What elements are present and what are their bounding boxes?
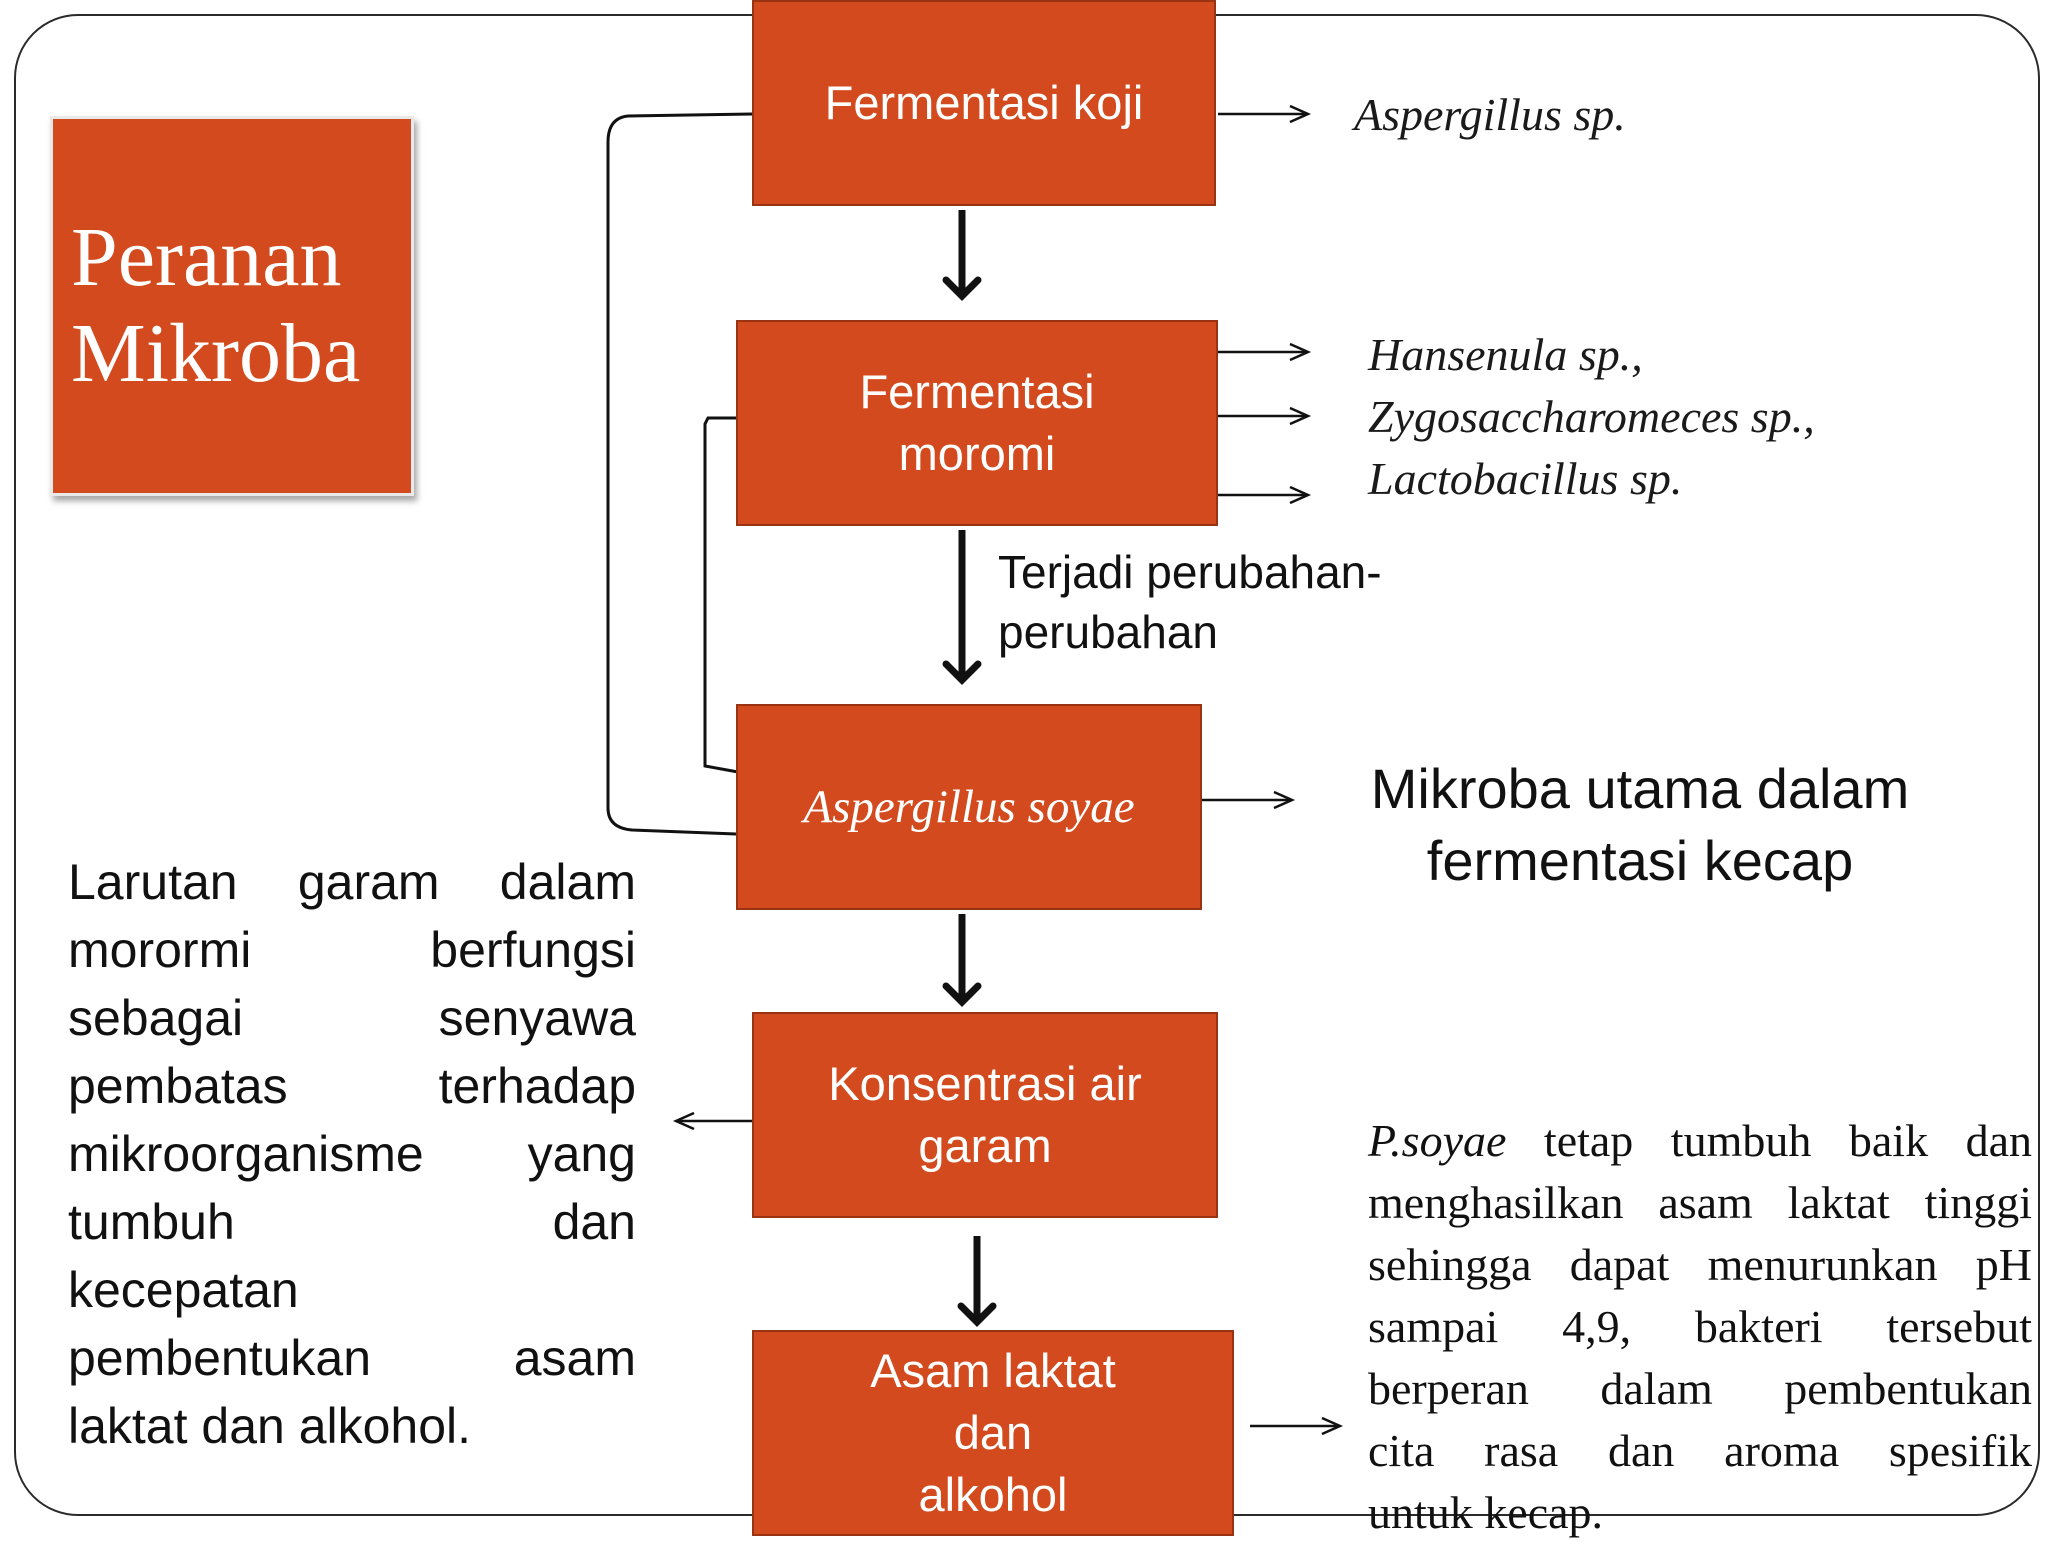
- organism-koji: Aspergillus sp.: [1354, 89, 1626, 140]
- organism-moromi-3: Lactobacillus sp.: [1368, 453, 1683, 504]
- bracket-inner: [703, 416, 739, 774]
- organism-moromi-list: Hansenula sp., Zygosaccharomeces sp., La…: [1368, 324, 1815, 510]
- box-fermentasi-moromi: Fermentasi moromi: [736, 320, 1218, 526]
- organism-moromi-2: Zygosaccharomeces sp.,: [1368, 391, 1815, 442]
- bracket-outer: [606, 112, 753, 836]
- title-line-1: Peranan: [71, 211, 342, 304]
- main-microbe-label: Mikroba utama dalam fermentasi kecap: [1370, 757, 1910, 892]
- title-box: Peranan Mikroba: [50, 116, 414, 496]
- box-asam-laktat-alkohol: Asam laktat dan alkohol: [752, 1330, 1234, 1536]
- box-aspergillus-soyae: Aspergillus soyae: [736, 704, 1202, 910]
- salt-function-note: Larutan garam dalam morormi berfungsi se…: [68, 854, 636, 1454]
- box-fermentasi-koji: Fermentasi koji: [752, 0, 1216, 206]
- change-note: Terjadi perubahan- perubahan: [998, 546, 1382, 658]
- organism-moromi-1: Hansenula sp.,: [1368, 329, 1643, 380]
- title-line-2: Mikroba: [71, 307, 361, 400]
- box-konsentrasi-air-garam: Konsentrasi air garam: [752, 1012, 1218, 1218]
- psoyae-note-line-1: P.soyae tetap tumbuh baik dan: [1368, 1115, 2032, 1166]
- psoyae-note: P.soyae tetap tumbuh baik dan menghasilk…: [1368, 1110, 2032, 1544]
